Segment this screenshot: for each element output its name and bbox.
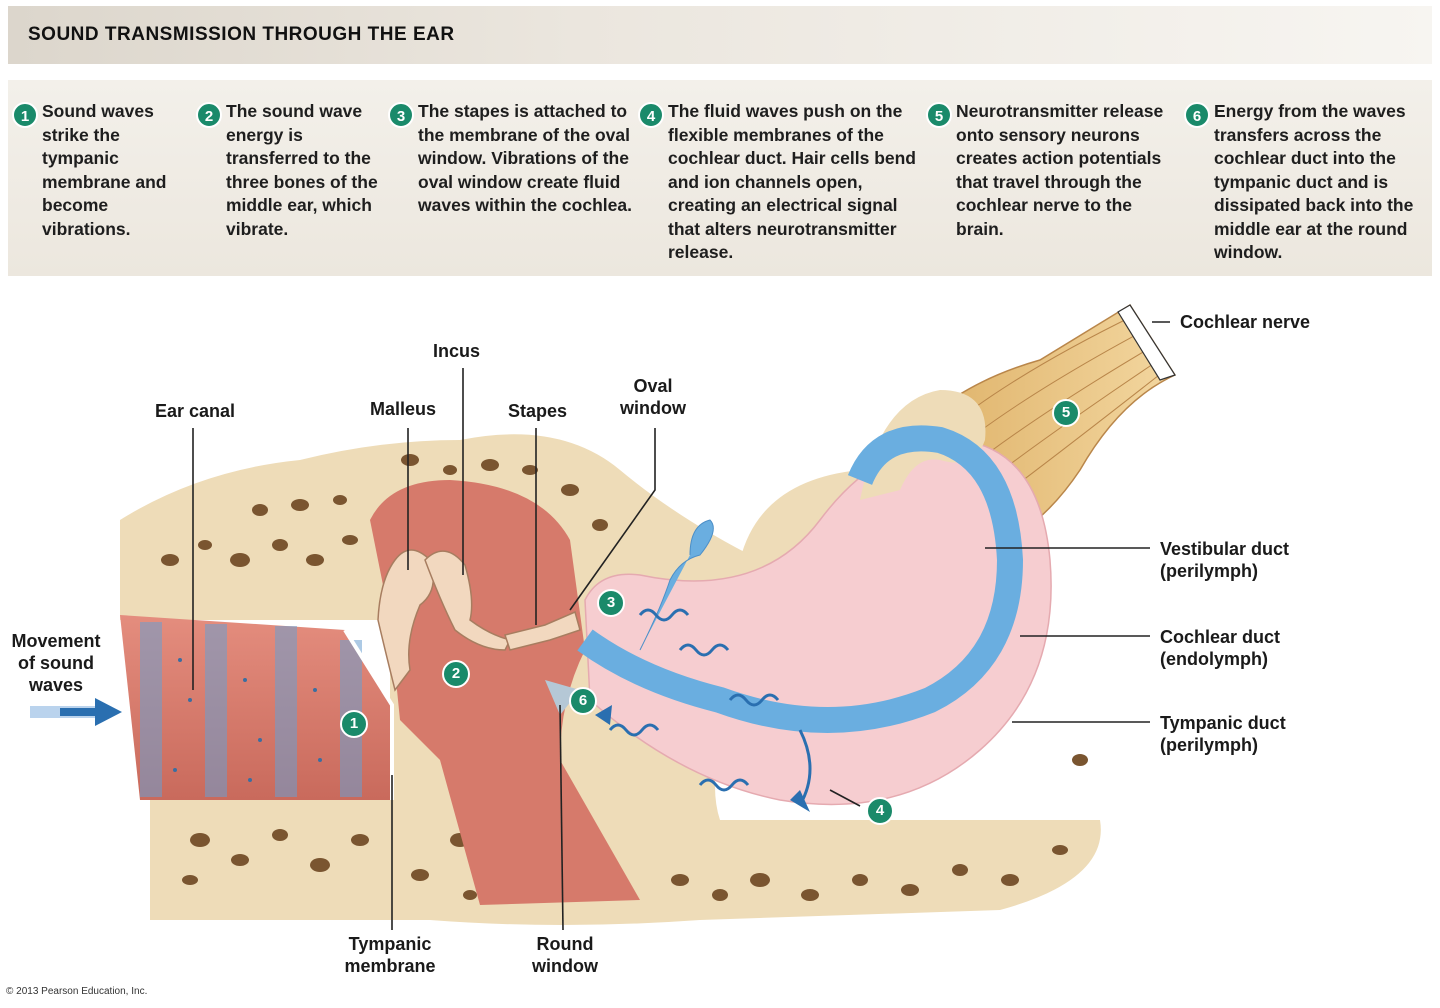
marker-3: 3 <box>597 589 625 617</box>
sound-wave-arrow <box>30 698 122 726</box>
step-4-marker: 4 <box>638 102 664 128</box>
step-3-text: The stapes is attached to the membrane o… <box>418 101 632 215</box>
step-2-marker: 2 <box>196 102 222 128</box>
tympanic-membrane-shape <box>343 628 394 800</box>
diagram-title: SOUND TRANSMISSION THROUGH THE EAR <box>28 24 455 45</box>
label-oval-window: Oval window <box>608 375 698 419</box>
label-vestibular-duct: Vestibular duct (perilymph) <box>1160 538 1289 582</box>
step-2-text: The sound wave energy is transferred to … <box>226 101 378 239</box>
label-movement-line-2: of sound <box>18 653 94 673</box>
step-4: 4 The fluid waves push on the flexible m… <box>634 80 926 276</box>
label-oval-window-line-1: Oval <box>633 376 673 396</box>
label-ear-canal: Ear canal <box>155 401 236 421</box>
label-tympanic-membrane: Tympanic membrane <box>330 933 450 977</box>
label-vestibular-duct-line-1: Vestibular duct <box>1160 539 1290 559</box>
label-movement-of-sound-waves: Movement of sound waves <box>6 630 106 696</box>
copyright-notice: © 2013 Pearson Education, Inc. <box>6 986 148 997</box>
label-round-window: Round window <box>515 933 615 977</box>
label-stapes: Stapes <box>508 401 568 421</box>
label-round-window-line-2: window <box>532 956 598 976</box>
label-movement-line-3: waves <box>28 675 84 695</box>
label-oval-window-line-2: window <box>620 398 686 418</box>
marker-1: 1 <box>340 710 368 738</box>
label-tympanic-membrane-line-1: Tympanic <box>348 934 432 954</box>
ossicles <box>377 549 581 692</box>
label-tympanic-duct-line-1: Tympanic duct <box>1160 713 1286 733</box>
label-cochlear-nerve: Cochlear nerve <box>1180 312 1311 332</box>
label-movement-line-1: Movement <box>11 631 101 651</box>
marker-4: 4 <box>866 797 894 825</box>
label-cochlear-duct: Cochlear duct (endolymph) <box>1160 626 1280 670</box>
label-cochlear-duct-line-2: (endolymph) <box>1160 649 1268 669</box>
step-1-marker: 1 <box>12 102 38 128</box>
leader-lines <box>192 321 1170 931</box>
step-5-text: Neurotransmitter release onto sensory ne… <box>956 101 1164 239</box>
step-3-marker: 3 <box>388 102 414 128</box>
step-6: 6 Energy from the waves transfers across… <box>1180 80 1432 276</box>
step-1: 1 Sound waves strike the tympanic membra… <box>8 80 196 276</box>
step-1-text: Sound waves strike the tympanic membrane… <box>42 101 167 239</box>
step-4-text: The fluid waves push on the flexible mem… <box>668 101 916 262</box>
marker-2: 2 <box>442 660 470 688</box>
step-5-marker: 5 <box>926 102 952 128</box>
label-tympanic-duct: Tympanic duct (perilymph) <box>1160 712 1286 756</box>
arrow-heads <box>595 705 810 812</box>
label-tympanic-membrane-line-2: membrane <box>344 956 436 976</box>
label-vestibular-duct-line-2: (perilymph) <box>1160 561 1259 581</box>
label-tympanic-duct-line-2: (perilymph) <box>1160 735 1259 755</box>
step-6-text: Energy from the waves transfers across t… <box>1214 101 1414 262</box>
step-2: 2 The sound wave energy is transferred t… <box>192 80 388 276</box>
step-6-marker: 6 <box>1184 102 1210 128</box>
label-cochlear-duct-line-1: Cochlear duct <box>1160 627 1281 647</box>
round-window-shape <box>545 680 580 715</box>
step-5: 5 Neurotransmitter release onto sensory … <box>922 80 1184 276</box>
label-malleus: Malleus <box>370 399 437 419</box>
cochlea <box>577 390 1052 806</box>
label-incus: Incus <box>433 341 481 361</box>
label-round-window-line-1: Round <box>536 934 594 954</box>
title-bar: SOUND TRANSMISSION THROUGH THE EAR <box>8 6 1432 64</box>
marker-5: 5 <box>1052 399 1080 427</box>
marker-6: 6 <box>569 687 597 715</box>
ear-canal-shape <box>120 615 390 800</box>
step-3: 3 The stapes is attached to the membrane… <box>384 80 636 276</box>
